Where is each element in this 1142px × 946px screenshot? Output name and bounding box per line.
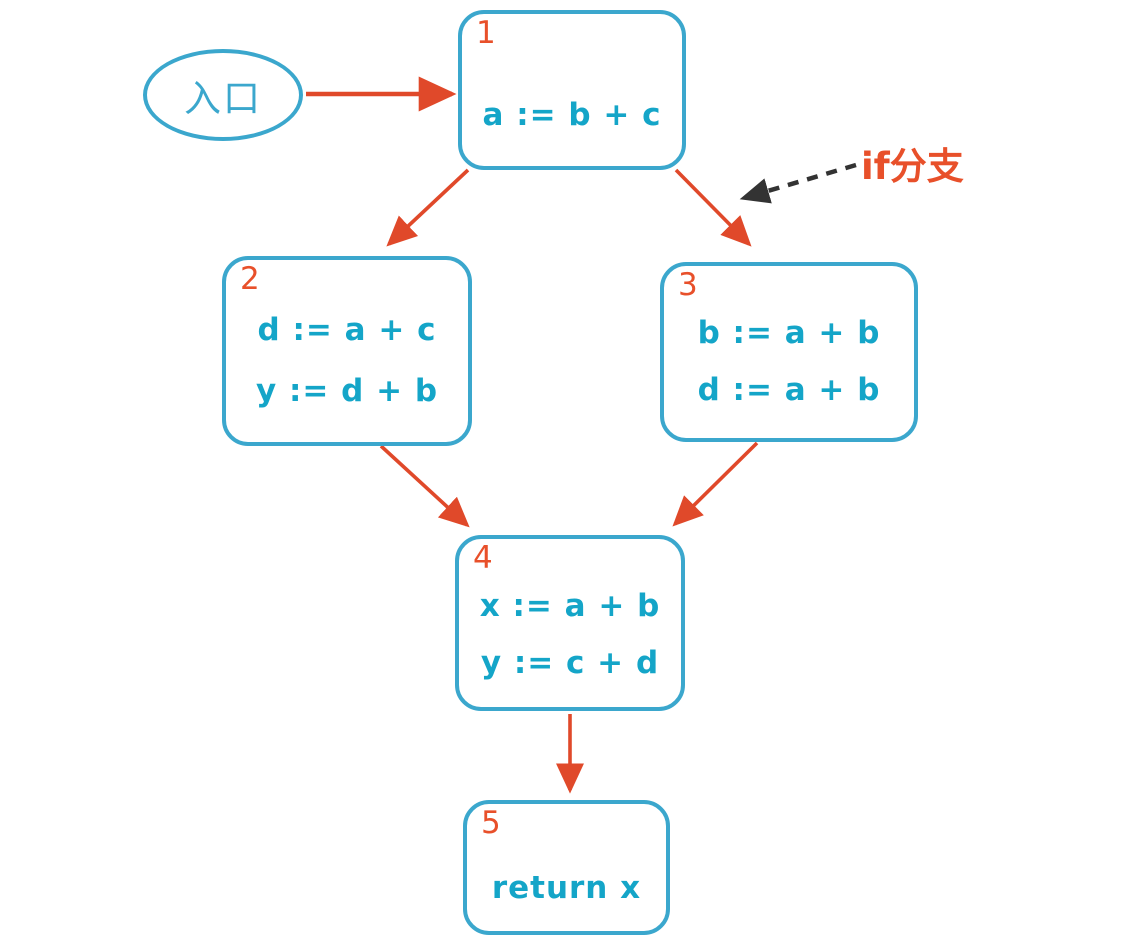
node-1-statement-0: a := b + c bbox=[482, 96, 662, 133]
edge-3-to-4 bbox=[672, 441, 759, 527]
node-1-body: a := b + c bbox=[462, 60, 682, 170]
edge-2-to-4 bbox=[379, 444, 470, 528]
node-4-body: x := a + b y := c + d bbox=[459, 579, 681, 691]
annotation-if-branch-label: if分支 bbox=[861, 145, 964, 188]
basic-block-node-1[interactable]: 1 a := b + c bbox=[458, 10, 686, 170]
basic-block-node-4[interactable]: 4 x := a + b y := c + d bbox=[455, 535, 685, 711]
node-4-statement-1: y := c + d bbox=[480, 645, 660, 681]
node-4-number: 4 bbox=[473, 540, 493, 576]
entry-node-label: 入口 bbox=[184, 77, 262, 120]
node-2-statement-0: d := a + c bbox=[257, 312, 437, 348]
node-4-statement-0: x := a + b bbox=[479, 588, 661, 624]
node-5-statement-0: return x bbox=[491, 869, 642, 906]
node-2-statement-1: y := d + b bbox=[255, 373, 439, 409]
basic-block-node-5[interactable]: 5 return x bbox=[463, 800, 670, 935]
basic-block-node-3[interactable]: 3 b := a + b d := a + b bbox=[660, 262, 918, 442]
node-5-body: return x bbox=[467, 848, 666, 928]
basic-block-node-2[interactable]: 2 d := a + c y := d + b bbox=[222, 256, 472, 446]
annotation-pointer-arrow bbox=[739, 162, 857, 204]
edge-1-to-2 bbox=[386, 168, 470, 247]
node-3-statement-1: d := a + b bbox=[697, 372, 881, 408]
node-3-number: 3 bbox=[678, 267, 698, 303]
node-2-number: 2 bbox=[240, 261, 260, 297]
node-2-body: d := a + c y := d + b bbox=[226, 302, 468, 420]
node-1-number: 1 bbox=[476, 15, 496, 51]
node-3-statement-0: b := a + b bbox=[697, 315, 881, 351]
node-5-number: 5 bbox=[481, 805, 501, 841]
entry-node[interactable]: 入口 bbox=[143, 49, 303, 141]
node-3-body: b := a + b d := a + b bbox=[664, 304, 914, 420]
edge-1-to-3 bbox=[674, 168, 752, 247]
